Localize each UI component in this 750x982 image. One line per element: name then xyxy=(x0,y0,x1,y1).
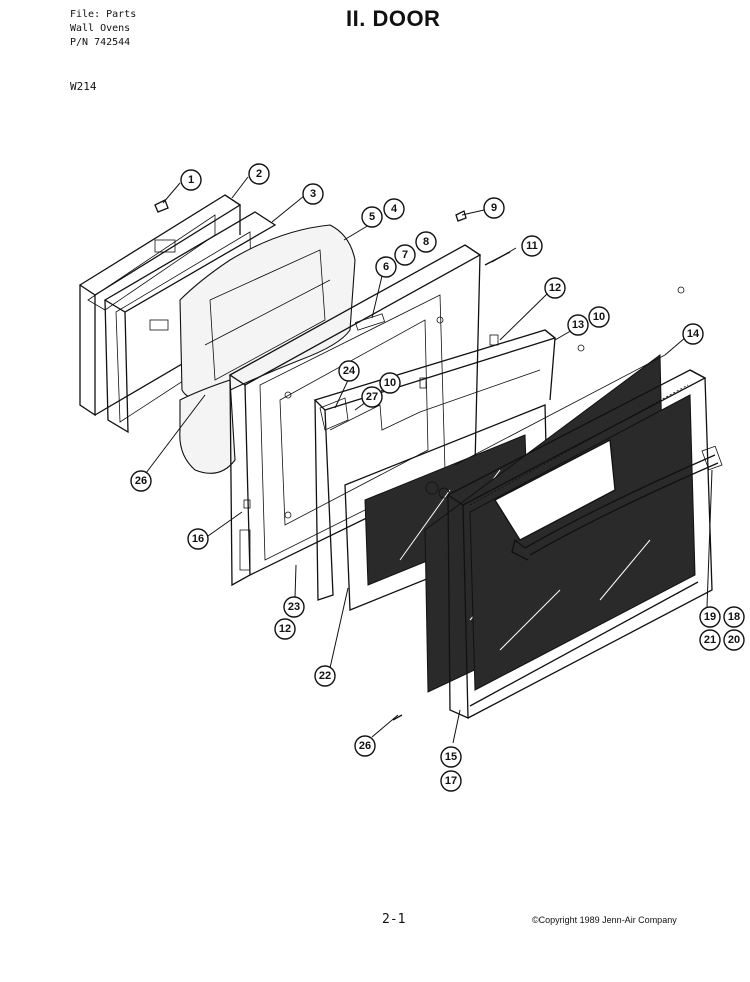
svg-text:20: 20 xyxy=(728,634,740,646)
svg-text:4: 4 xyxy=(391,203,398,215)
callout-13: 13 xyxy=(567,314,589,336)
callout-24: 24 xyxy=(338,360,360,382)
callout-2: 2 xyxy=(248,163,270,185)
svg-text:21: 21 xyxy=(704,634,716,646)
callout-26-lower: 26 xyxy=(354,735,376,757)
svg-text:6: 6 xyxy=(383,261,389,273)
svg-text:24: 24 xyxy=(343,365,356,377)
callout-3: 3 xyxy=(302,183,324,205)
svg-text:15: 15 xyxy=(445,751,457,763)
svg-text:8: 8 xyxy=(423,236,429,248)
callout-9: 9 xyxy=(483,197,505,219)
door-frame-spacer xyxy=(313,329,557,601)
svg-text:18: 18 xyxy=(728,611,740,623)
svg-text:16: 16 xyxy=(192,533,204,545)
fastener-screws xyxy=(154,199,685,721)
svg-text:10: 10 xyxy=(593,311,605,323)
svg-text:11: 11 xyxy=(526,240,538,252)
svg-text:10: 10 xyxy=(384,377,396,389)
callout-14: 14 xyxy=(682,323,704,345)
svg-text:9: 9 xyxy=(491,202,497,214)
callout-12-lower: 12 xyxy=(274,618,296,640)
callout-10-upper: 10 xyxy=(588,306,610,328)
callout-1: 1 xyxy=(180,169,202,191)
callout-26-upper: 26 xyxy=(130,470,152,492)
svg-text:17: 17 xyxy=(445,775,457,787)
door-handle xyxy=(511,445,723,561)
svg-text:1: 1 xyxy=(188,174,194,186)
callout-17: 17 xyxy=(440,770,462,792)
category-label: Wall Ovens xyxy=(70,23,131,34)
callout-22: 22 xyxy=(314,665,336,687)
svg-text:26: 26 xyxy=(135,475,147,487)
callout-19: 19 xyxy=(699,606,721,628)
callout-5: 5 xyxy=(361,206,383,228)
model-number: W214 xyxy=(70,80,97,93)
callout-18: 18 xyxy=(723,606,745,628)
svg-text:7: 7 xyxy=(402,249,408,261)
callout-16: 16 xyxy=(187,528,209,550)
callout-7: 7 xyxy=(394,244,416,266)
callout-11: 11 xyxy=(521,235,543,257)
callout-6: 6 xyxy=(375,256,397,278)
svg-text:12: 12 xyxy=(549,282,561,294)
callout-4: 4 xyxy=(383,198,405,220)
callout-23: 23 xyxy=(283,596,305,618)
document-header-info: File: Parts Wall Ovens P/N 742544 xyxy=(70,8,136,50)
copyright-notice: ©Copyright 1989 Jenn-Air Company xyxy=(532,915,677,925)
svg-text:22: 22 xyxy=(319,670,331,682)
svg-text:2: 2 xyxy=(256,168,262,180)
svg-text:13: 13 xyxy=(572,319,584,331)
svg-text:5: 5 xyxy=(369,211,375,223)
callout-8: 8 xyxy=(415,231,437,253)
callout-21: 21 xyxy=(699,629,721,651)
file-label: File: Parts xyxy=(70,9,137,20)
callout-12-upper: 12 xyxy=(544,277,566,299)
page-title: II. DOOR xyxy=(346,6,441,31)
svg-text:26: 26 xyxy=(359,740,371,752)
svg-text:23: 23 xyxy=(288,601,300,613)
inner-door-panel xyxy=(228,244,482,587)
svg-text:12: 12 xyxy=(279,623,291,635)
svg-text:27: 27 xyxy=(366,391,378,403)
svg-text:3: 3 xyxy=(310,188,316,200)
insulation-pad xyxy=(179,224,356,474)
callout-27: 27 xyxy=(361,386,383,408)
part-number-label: P/N 742544 xyxy=(70,37,131,48)
page-number: 2-1 xyxy=(382,912,406,927)
latch-slot xyxy=(154,239,176,253)
callout-20: 20 xyxy=(723,629,745,651)
callout-10-lower: 10 xyxy=(379,372,401,394)
svg-text:19: 19 xyxy=(704,611,716,623)
door-frame-trim xyxy=(446,369,713,720)
svg-text:14: 14 xyxy=(687,328,700,340)
callout-15: 15 xyxy=(440,746,462,768)
